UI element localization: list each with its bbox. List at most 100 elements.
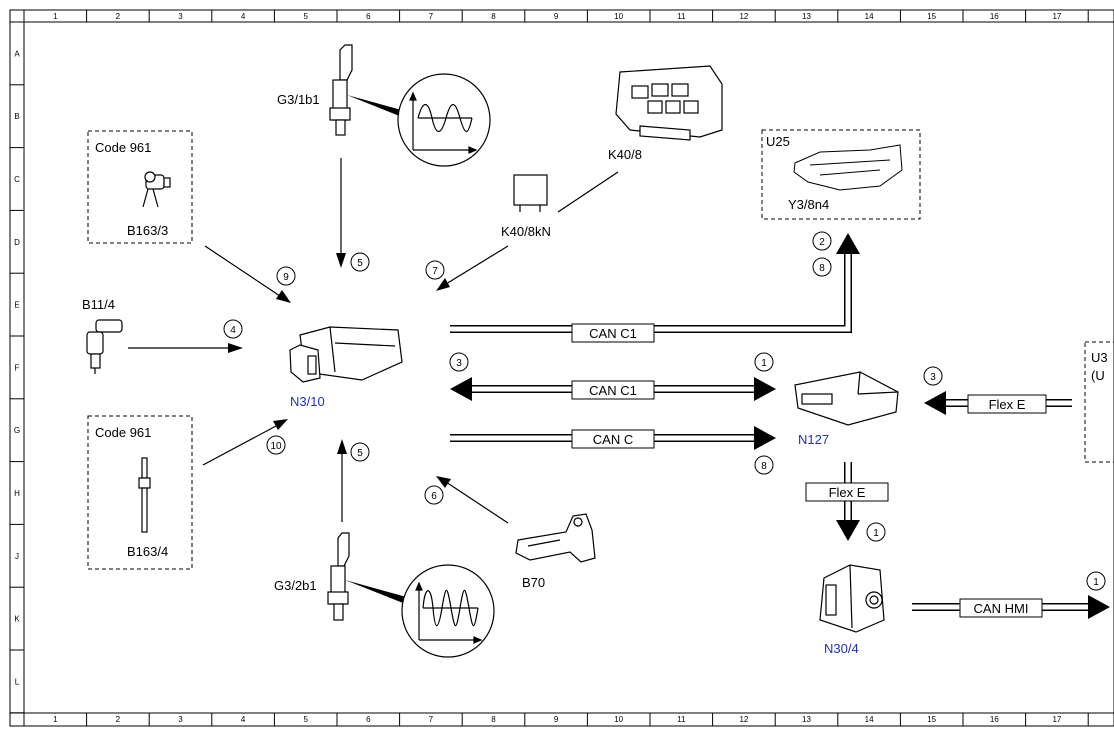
g3-1b1-sensor-icon <box>329 44 353 136</box>
flex-e-down-arrowhead <box>836 520 860 541</box>
flex-e-down-label: Flex E <box>829 485 866 500</box>
n3-10-label: N3/10 <box>290 394 325 409</box>
arrow-b163-3-to-n3-10 <box>204 245 281 297</box>
y3-8n4-control-module-icon <box>793 144 903 191</box>
column-label: 10 <box>614 715 623 724</box>
marker-circle-m2 <box>812 231 832 251</box>
row-label: G <box>14 426 20 435</box>
column-label: 10 <box>614 12 623 21</box>
column-label: 17 <box>1052 12 1061 21</box>
outer-frame <box>9 9 1114 727</box>
column-label: 8 <box>491 12 496 21</box>
row-label: E <box>14 301 19 310</box>
marker-number-m3_right: 3 <box>930 372 936 383</box>
flex-e-right-label: Flex E <box>989 397 1026 412</box>
column-label: 6 <box>366 12 371 21</box>
b11-4-label: B11/4 <box>82 297 115 312</box>
marker-circle-m9 <box>276 266 296 286</box>
can-c-label: CAN C <box>593 432 633 447</box>
can-hmi-label-box <box>959 598 1043 618</box>
marker-number-m8_bot: 8 <box>761 461 767 472</box>
marker-circle-m6 <box>424 485 444 505</box>
can-hmi-label: CAN HMI <box>974 601 1029 616</box>
marker-number-m6: 6 <box>431 491 437 502</box>
b70-sensor-icon <box>515 513 596 563</box>
can-c1-top-arrowhead <box>836 233 860 254</box>
can-c1-top-label-box <box>571 323 655 343</box>
column-label: 14 <box>865 12 874 21</box>
marker-circle-m10 <box>266 435 286 455</box>
code961-top-label: Code 961 <box>95 140 151 155</box>
marker-number-m10: 10 <box>270 441 282 452</box>
marker-circle-m3_left <box>449 352 469 372</box>
marker-number-m7: 7 <box>432 266 438 277</box>
column-label: 15 <box>927 12 936 21</box>
marker-number-m4: 4 <box>230 325 236 336</box>
arrowhead-5-bottom <box>337 439 347 454</box>
code961-top-box <box>87 130 193 244</box>
g3-2b1-signal-pointer <box>345 580 410 605</box>
column-label: 15 <box>927 715 936 724</box>
arrowhead-7 <box>436 278 450 291</box>
column-label: 8 <box>491 715 496 724</box>
can-c1-top-bus-outer <box>450 254 852 333</box>
n127-label: N127 <box>798 432 829 447</box>
marker-number-m1_flex: 1 <box>873 528 879 539</box>
can-c1-top-label: CAN C1 <box>589 326 637 341</box>
marker-circle-m5_top <box>350 252 370 272</box>
u3-sub-label-partial: (U <box>1091 368 1105 383</box>
n127-control-unit-icon <box>794 371 899 426</box>
ruler-ticks <box>10 10 1089 726</box>
row-label: A <box>14 49 20 58</box>
arrow-b163-4-to-n3-10 <box>202 425 277 466</box>
k40-8kn-relay-icon <box>513 174 548 212</box>
can-c1-top-bus-inner <box>450 254 851 332</box>
marker-number-m3_left: 3 <box>456 358 462 369</box>
g3-2b1-label: G3/2b1 <box>274 578 317 593</box>
can-c1-mid-left-arrowhead <box>450 377 472 401</box>
marker-circle-m1_flex <box>866 522 886 542</box>
can-c1-mid-right-arrowhead <box>754 377 776 401</box>
marker-circle-m7 <box>425 260 445 280</box>
n3-10-ecu-icon <box>289 326 403 383</box>
b163-3-label: B163/3 <box>127 223 168 238</box>
code961-bottom-label: Code 961 <box>95 425 151 440</box>
arrowhead-4 <box>228 343 243 353</box>
row-label: K <box>14 615 20 624</box>
u3-label-partial: U3 <box>1091 350 1108 365</box>
arrow-k40-8kn-to-n3-10 <box>445 245 509 285</box>
u25-box <box>761 129 921 220</box>
b163-4-label: B163/4 <box>127 544 168 559</box>
column-label: 16 <box>990 715 999 724</box>
column-label: 17 <box>1052 715 1061 724</box>
can-c1-mid-label: CAN C1 <box>589 383 637 398</box>
column-label: 12 <box>739 12 748 21</box>
marker-number-m1_hmi: 1 <box>1093 577 1099 588</box>
b163-3-sensor-icon <box>142 171 171 208</box>
row-label: F <box>15 363 20 372</box>
k40-8-label: K40/8 <box>608 147 642 162</box>
row-label: B <box>14 112 19 121</box>
code961-bottom-box <box>87 415 193 570</box>
flex-e-right-arrowhead <box>924 391 946 415</box>
can-c-arrowhead <box>754 426 776 450</box>
column-label: 4 <box>241 715 246 724</box>
g3-1b1-waveform-icon <box>409 91 478 154</box>
b70-label: B70 <box>522 575 545 590</box>
can-hmi-arrowhead <box>1088 595 1110 619</box>
b11-4-sensor-icon <box>86 319 123 374</box>
marker-circle-m8_top <box>812 257 832 277</box>
flex-e-right-label-box <box>967 394 1047 414</box>
marker-circle-m1_mid <box>754 352 774 372</box>
flex-e-down-label-box <box>805 482 889 502</box>
column-label: 13 <box>802 715 811 724</box>
n30-4-label: N30/4 <box>824 641 859 656</box>
column-label: 5 <box>303 12 308 21</box>
arrowhead-10 <box>273 419 288 430</box>
row-label: D <box>14 238 20 247</box>
n30-4-esp-unit-icon <box>819 564 885 633</box>
k40-8kn-label: K40/8kN <box>501 224 551 239</box>
row-label: H <box>14 489 20 498</box>
